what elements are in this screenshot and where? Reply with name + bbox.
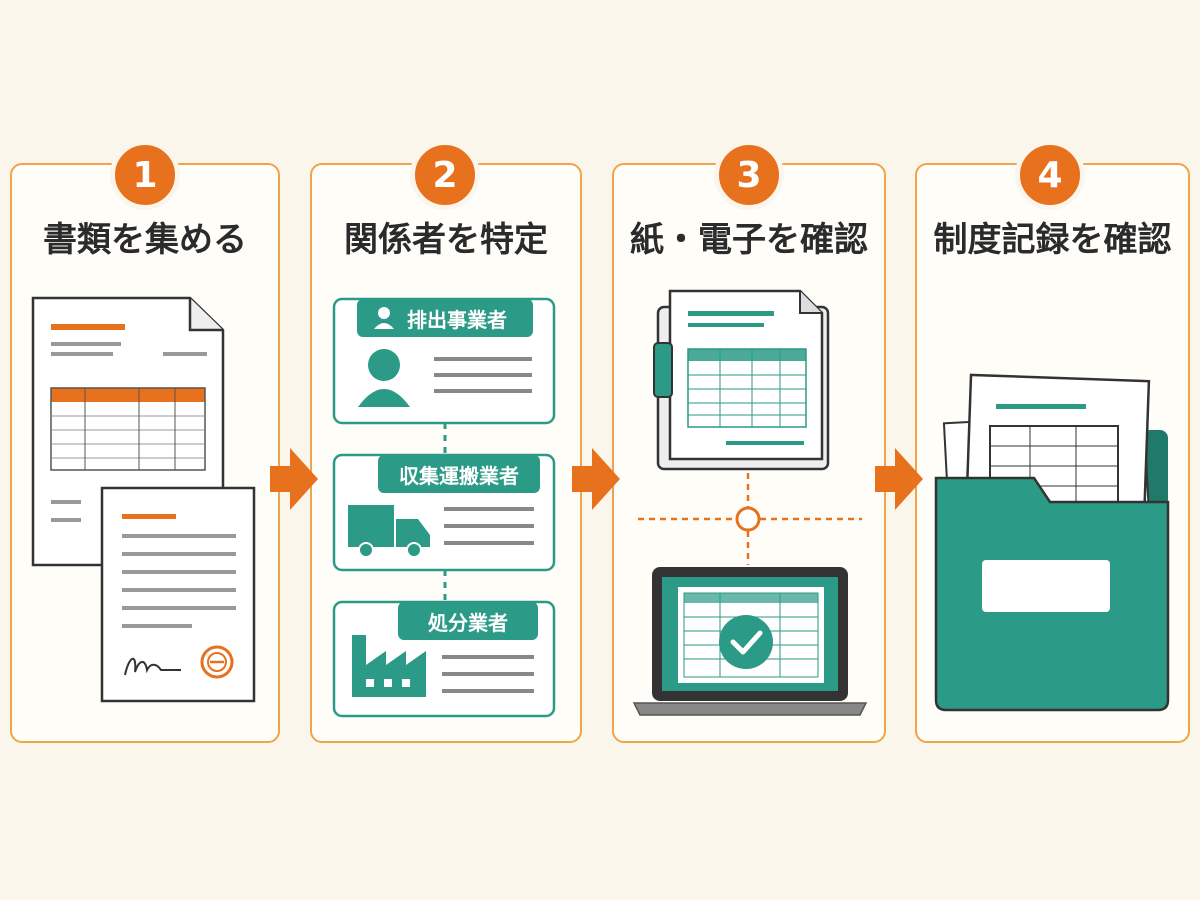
party-label-emitter: 排出事業者	[407, 308, 507, 332]
truck-icon	[348, 505, 430, 558]
person-icon	[374, 307, 394, 329]
arrow-right-icon	[270, 448, 318, 510]
person-avatar-icon	[358, 349, 410, 407]
step-1-number: 1	[110, 140, 180, 210]
step-2-title: 関係者を特定	[344, 220, 548, 260]
arrow-right-icon	[875, 448, 923, 510]
stakeholder-cards-icon: 排出事業者 収集運搬業者 処分業者	[332, 297, 556, 718]
party-label-transporter: 収集運搬業者	[399, 464, 519, 488]
folder-icon	[934, 373, 1170, 712]
party-label-disposer: 処分業者	[428, 611, 508, 635]
step-3-title: 紙・電子を確認	[630, 220, 868, 260]
documents-icon	[31, 296, 256, 703]
step-4-number: 4	[1015, 140, 1085, 210]
step-3-number: 3	[714, 140, 784, 210]
factory-icon	[352, 635, 426, 697]
laptop-icon	[632, 567, 868, 716]
step-4-title: 制度記録を確認	[933, 220, 1172, 260]
arrow-right-icon	[572, 448, 620, 510]
step-2-number: 2	[410, 140, 480, 210]
paper-and-laptop-icon	[632, 289, 868, 716]
step-1-title: 書類を集める	[43, 220, 247, 260]
